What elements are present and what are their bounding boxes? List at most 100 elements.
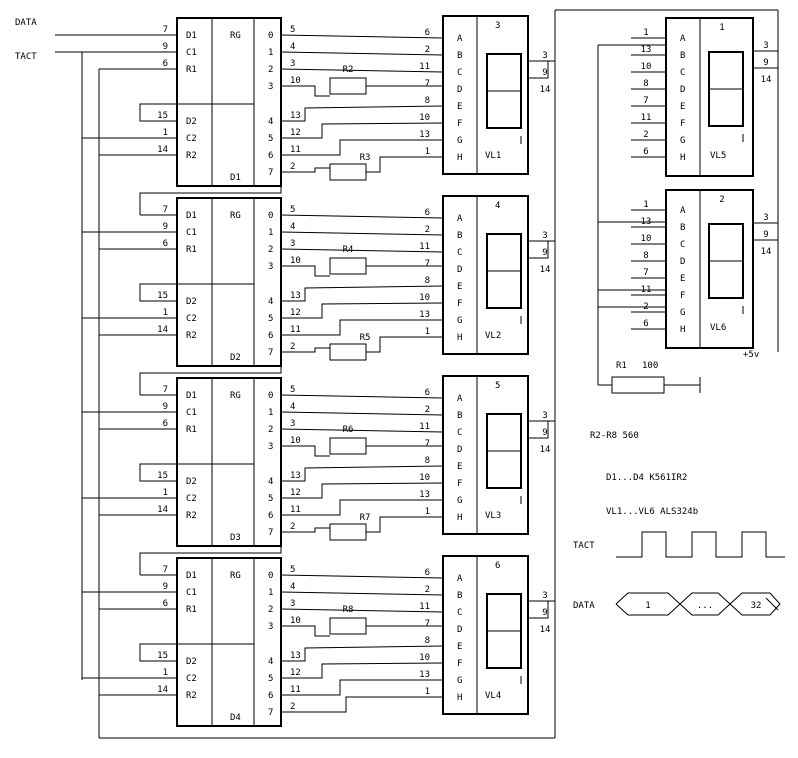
segment-label: H: [457, 153, 462, 163]
register-output-label: 5: [268, 314, 273, 324]
segment-label: F: [680, 119, 685, 129]
register-output-pin: 11: [290, 325, 301, 335]
segment-pin: 7: [425, 439, 430, 449]
segment-wire: [366, 516, 443, 533]
register-output-label: 1: [268, 588, 273, 598]
segment-pin: 6: [425, 208, 430, 218]
segment-wire: [281, 285, 444, 302]
segment-label: A: [680, 34, 686, 44]
display-VL1: [442, 15, 529, 175]
resistor-label: R2: [343, 65, 354, 75]
segment-label: G: [680, 136, 685, 146]
register-output-label: 6: [268, 691, 273, 701]
segment-pin: 10: [419, 293, 430, 303]
segment-label: C: [680, 240, 685, 250]
segment-wire: [281, 347, 330, 353]
register-pin-label: C2: [186, 134, 197, 144]
segment-pin: 1: [643, 28, 648, 38]
segment-wire: [280, 51, 444, 56]
segment-pin: 7: [425, 79, 430, 89]
register-name: D2: [230, 353, 241, 363]
register-D3: [176, 377, 282, 547]
segment-pin: 8: [425, 456, 430, 466]
register-output-label: 7: [268, 708, 273, 718]
register-output-pin: 12: [290, 128, 301, 138]
data-input-label: DATA: [15, 18, 37, 28]
display-VL3: [442, 375, 529, 535]
segment-wire: [281, 696, 443, 713]
segment-pin: 6: [425, 28, 430, 38]
segment-wire: [280, 34, 444, 39]
segment-wire: [280, 574, 444, 579]
segment-pin: 8: [425, 636, 430, 646]
resistor-label: R6: [343, 425, 354, 435]
register-output-label: 6: [268, 151, 273, 161]
register-pin-label: C1: [186, 408, 197, 418]
segment-label: D: [457, 265, 462, 275]
register-pin-number: 1: [163, 308, 168, 318]
segment-pin: 7: [425, 619, 430, 629]
register-pin-number: 7: [163, 385, 168, 395]
register-output-label: 3: [268, 622, 273, 632]
display-VL5: [665, 17, 754, 177]
register-output-pin: 3: [290, 239, 295, 249]
display-number: 4: [495, 201, 500, 211]
display-VL2: [442, 195, 529, 355]
register-pin-label: D2: [186, 477, 197, 487]
data-cell-3: [729, 592, 781, 616]
register-output-label: 0: [268, 211, 273, 221]
internal-cascade: [139, 643, 254, 662]
register-pin-label: C2: [186, 674, 197, 684]
segment-label: F: [457, 299, 462, 309]
display-number: 6: [495, 561, 500, 571]
segment-wire: [281, 139, 443, 156]
segment-pin: 13: [419, 490, 430, 500]
segment-wire: [280, 68, 444, 73]
segment-wire: [281, 625, 330, 637]
register-output-label: 7: [268, 168, 273, 178]
segment-label: A: [457, 214, 463, 224]
data-cell-label: 1: [645, 601, 650, 611]
display-VL4: [442, 555, 529, 715]
register-pin-number: 15: [157, 651, 168, 661]
segment-wire: [280, 248, 444, 253]
register-output-label: 5: [268, 494, 273, 504]
segment-label: G: [680, 308, 685, 318]
display-name: VL3: [485, 511, 501, 521]
tact-input-label: TACT: [15, 52, 37, 62]
register-pin-number: 14: [157, 325, 168, 335]
resistor-value: 100: [642, 361, 658, 371]
cascade-wire: [139, 544, 282, 575]
register-pin-number: 6: [163, 239, 168, 249]
segment-label: D: [680, 85, 685, 95]
register-pin-number: 15: [157, 291, 168, 301]
segment-pin: 7: [643, 96, 648, 106]
internal-cascade: [139, 103, 254, 122]
register-output-pin: 4: [290, 222, 295, 232]
segment-label: F: [680, 291, 685, 301]
display-name: VL1: [485, 151, 501, 161]
register-D4: [176, 557, 282, 727]
segment-label: A: [680, 206, 686, 216]
display-common-wire: [528, 241, 549, 259]
segment-label: C: [680, 68, 685, 78]
resistor-R1: [611, 376, 665, 394]
display-common-wire: [528, 601, 549, 619]
segment-label: B: [457, 51, 462, 61]
resistor-R8: [329, 617, 367, 635]
segment-label: E: [457, 642, 462, 652]
register-pin-label: C1: [186, 228, 197, 238]
segment-wire: [366, 156, 443, 173]
segment-label: C: [457, 428, 462, 438]
resistor-label: R7: [360, 513, 371, 523]
resistor-label: R4: [343, 245, 354, 255]
register-pin-label: R1: [186, 65, 197, 75]
register-output-pin: 5: [290, 565, 295, 575]
resistor-R2: [329, 77, 367, 95]
segment-pin: 6: [425, 388, 430, 398]
register-output-label: 0: [268, 391, 273, 401]
segment-label: E: [680, 274, 685, 284]
segment-wire: [280, 231, 444, 236]
register-label: RG: [230, 211, 241, 221]
